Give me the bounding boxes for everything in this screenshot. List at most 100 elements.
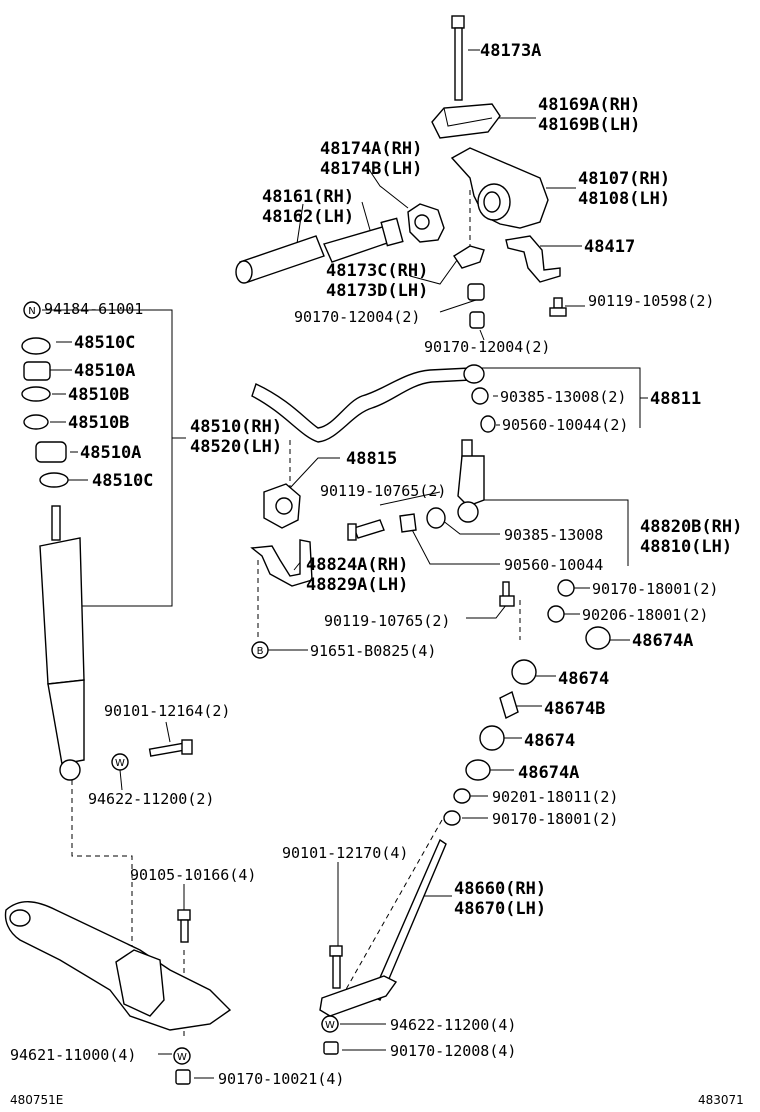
- bolt-48173A: [451, 15, 465, 101]
- label-90385-13008-b: 90385-13008: [504, 526, 603, 544]
- nut-90170-12008: [323, 1041, 339, 1055]
- retainer-48169: [431, 103, 501, 139]
- bushing-48815: [263, 483, 301, 529]
- bushing-48174: [407, 203, 445, 243]
- label-90170-10021: 90170-10021(4): [218, 1070, 344, 1088]
- label-90206-18001: 90206-18001(2): [582, 606, 708, 624]
- label-90101-12170: 90101-12170(4): [282, 844, 408, 862]
- label-48670: 48670(LH): [454, 899, 546, 919]
- label-48811: 48811: [650, 389, 701, 409]
- label-48173D: 48173D(LH): [326, 281, 428, 301]
- bolt-90119-10765-a: [347, 519, 385, 541]
- label-90170-12004-a: 90170-12004(2): [294, 308, 420, 326]
- symbol-n: N: [28, 306, 35, 317]
- label-48173A: 48173A: [480, 41, 541, 61]
- label-48824A: 48824A(RH): [306, 555, 408, 575]
- label-48510A-bot: 48510A: [80, 443, 141, 463]
- part-labels: 48173A 48169A(RH) 48169B(LH) 48174A(RH) …: [10, 41, 744, 1107]
- label-48829A: 48829A(LH): [306, 575, 408, 595]
- label-90201-18011: 90201-18011(2): [492, 788, 618, 806]
- symbol-w-2: W: [325, 1020, 335, 1031]
- label-90170-12004-b: 90170-12004(2): [424, 338, 550, 356]
- shock-absorber: [39, 505, 85, 781]
- label-48510B-1: 48510B: [68, 385, 129, 405]
- label-48169B: 48169B(LH): [538, 115, 640, 135]
- strut-bar-48660: [319, 838, 447, 1017]
- label-48510C-bot: 48510C: [92, 471, 153, 491]
- nut-90170-18001-a: [557, 579, 575, 597]
- collar-90560-10044-b: [399, 513, 417, 533]
- washer-90201-18011: [453, 788, 471, 804]
- label-48161: 48161(RH): [262, 187, 354, 207]
- label-48820B: 48820B(RH): [640, 517, 742, 537]
- label-48815: 48815: [346, 449, 397, 469]
- label-48510B-2: 48510B: [68, 413, 129, 433]
- mount-stack: [21, 337, 69, 488]
- label-48174A: 48174A(RH): [320, 139, 422, 159]
- label-94621-11000: 94621-11000(4): [10, 1046, 136, 1064]
- bolt-90119-10765-b: [499, 581, 515, 607]
- bracket-48107: [450, 147, 549, 229]
- bracket-48417: [505, 235, 561, 283]
- bolt-90101-12170: [329, 945, 343, 989]
- label-48108: 48108(LH): [578, 189, 670, 209]
- collar-90560-10044-a: [480, 415, 496, 433]
- stabilizer-bar-48811: [251, 364, 485, 443]
- lower-suspension-arm: [4, 901, 232, 1031]
- shaft-48161: [235, 235, 325, 284]
- label-94622-11200-a: 94622-11200(2): [88, 790, 214, 808]
- label-90170-12008: 90170-12008(4): [390, 1042, 516, 1060]
- label-48674-1: 48674: [558, 669, 609, 689]
- symbol-w-3: W: [177, 1052, 187, 1063]
- label-48162: 48162(LH): [262, 207, 354, 227]
- label-90119-10598: 90119-10598(2): [588, 292, 714, 310]
- label-94622-11200-b: 94622-11200(4): [390, 1016, 516, 1034]
- label-48173C: 48173C(RH): [326, 261, 428, 281]
- label-48520-lh: 48520(LH): [190, 437, 282, 457]
- label-48107: 48107(RH): [578, 169, 670, 189]
- label-90119-10765-b: 90119-10765(2): [324, 612, 450, 630]
- nut-90170-10021: [175, 1069, 191, 1085]
- label-48169A: 48169A(RH): [538, 95, 640, 115]
- washer-90206-18001: [547, 605, 565, 623]
- circle-symbols: N B W W W: [23, 301, 339, 1065]
- block-48173D: [453, 245, 485, 269]
- cushion-48674A-b: [465, 759, 491, 781]
- label-48674-2: 48674: [524, 731, 575, 751]
- label-48660: 48660(RH): [454, 879, 546, 899]
- label-48674A-1: 48674A: [632, 631, 693, 651]
- collar-48674B: [499, 691, 519, 719]
- link-48820B: [457, 439, 485, 523]
- symbol-b: B: [257, 646, 264, 657]
- shaft-48173C: [323, 217, 404, 263]
- bolt-90101-12164: [148, 739, 193, 757]
- label-90105-10166: 90105-10166(4): [130, 866, 256, 884]
- diagram-code-right: 483071: [698, 1093, 744, 1107]
- cushion-48674-b: [479, 725, 505, 751]
- label-90101-12164: 90101-12164(2): [104, 702, 230, 720]
- bushing-90385-13008-b: [426, 507, 446, 529]
- label-90170-18001-b: 90170-18001(2): [492, 810, 618, 828]
- bushing-90385-13008-a: [471, 387, 489, 405]
- symbol-w-1: W: [115, 758, 125, 769]
- label-48674A-2: 48674A: [518, 763, 579, 783]
- bolt-90105-10166: [177, 909, 191, 943]
- diagram-code-left: 480751E: [10, 1093, 63, 1107]
- label-90560-10044-b: 90560-10044: [504, 556, 603, 574]
- label-48417: 48417: [584, 237, 635, 257]
- label-90170-18001-a: 90170-18001(2): [592, 580, 718, 598]
- cushion-48674A-a: [585, 626, 611, 650]
- label-48510A-top: 48510A: [74, 361, 135, 381]
- label-48810: 48810(LH): [640, 537, 732, 557]
- bolt-90119-10598: [549, 297, 567, 317]
- part-illustrations: [4, 15, 611, 1085]
- label-90385-13008-a: 90385-13008(2): [500, 388, 626, 406]
- label-94184-61001: 94184-61001: [44, 300, 143, 318]
- cushion-48674-a: [511, 659, 537, 685]
- bracket-48824A: [250, 539, 313, 587]
- nut-90170-18001-b: [443, 810, 461, 826]
- label-48674B: 48674B: [544, 699, 605, 719]
- label-90560-10044-a: 90560-10044(2): [502, 416, 628, 434]
- nut-90170-12004-b: [469, 311, 485, 329]
